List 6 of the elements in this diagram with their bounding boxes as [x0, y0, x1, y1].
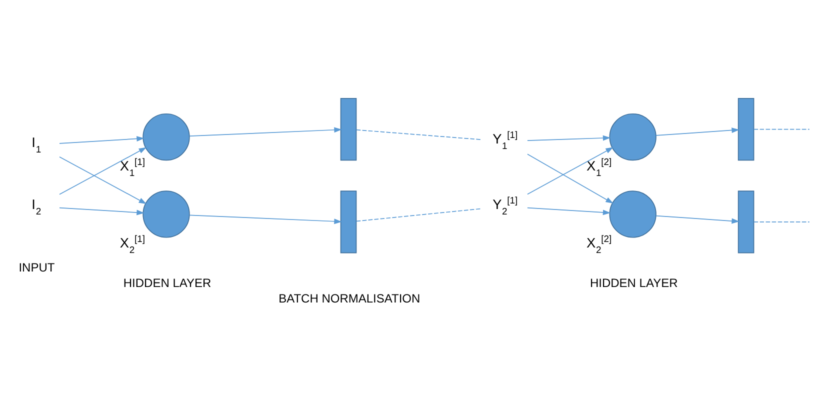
label: INPUT	[18, 260, 55, 274]
node-text: I$_{1}$	[32, 134, 42, 154]
label: HIDDEN LAYER	[590, 275, 678, 290]
label: HIDDEN LAYER	[123, 275, 212, 290]
label: BATCH NORMALISATION	[278, 290, 420, 305]
node-text: I$_{2}$	[32, 196, 42, 216]
